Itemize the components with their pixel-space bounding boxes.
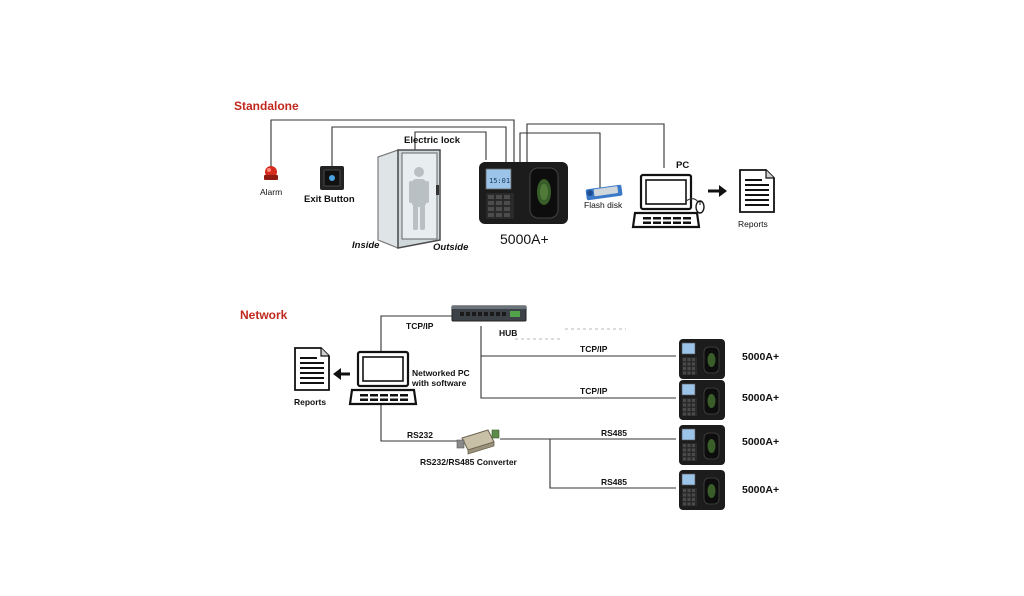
networked-pc-label-line1: Networked PC [412,368,470,378]
network-device-3-icon [678,424,726,466]
exit-button-icon [320,166,344,190]
converter-icon [456,429,500,455]
inside-label: Inside [352,240,380,251]
hub-switch-icon [451,305,527,322]
rs232-label: RS232 [407,430,433,440]
door-icon [377,149,441,249]
network-device-1-icon [678,338,726,380]
pc-laptop-icon [631,173,701,229]
network-reports-document-icon [294,347,330,391]
standalone-section-title: Standalone [234,99,299,113]
network-device-1-label: 5000A+ [742,351,779,363]
device-3-link-label: RS485 [601,428,627,438]
mouse-icon [685,198,705,214]
exit-button-label: Exit Button [304,194,355,205]
arrow-left-icon [333,368,350,380]
device-1-link-label: TCP/IP [580,344,608,354]
hub-label: HUB [499,328,517,338]
networked-pc-laptop-icon [348,350,418,406]
reports-document-icon [739,169,775,213]
device-2-link-label: TCP/IP [580,386,608,396]
network-reports-label: Reports [294,397,326,407]
terminal-device-icon: 15:01 [479,162,568,224]
reports-label: Reports [738,219,768,229]
converter-label: RS232/RS485 Converter [420,457,518,467]
arrow-right-icon [708,185,727,197]
outside-label: Outside [433,242,469,253]
alarm-icon [264,166,278,180]
terminal-device-label: 5000A+ [500,231,549,247]
standalone-wiring [270,119,665,188]
network-device-3-label: 5000A+ [742,436,779,448]
network-device-2-icon [678,379,726,421]
pc-to-hub-tcpip-label: TCP/IP [406,321,434,331]
flash-disk-label: Flash disk [584,200,623,210]
network-wiring [380,315,676,489]
electric-lock-label: Electric lock [404,135,461,146]
network-section-title: Network [240,308,288,322]
flash-disk-icon [585,184,623,201]
network-device-2-label: 5000A+ [742,392,779,404]
networked-pc-label-line2: with software [411,378,467,388]
device-4-link-label: RS485 [601,477,627,487]
alarm-label: Alarm [260,187,282,197]
network-device-4-label: 5000A+ [742,484,779,496]
svg-text:15:01: 15:01 [489,177,510,185]
network-device-4-icon [678,469,726,511]
pc-label: PC [676,160,689,171]
